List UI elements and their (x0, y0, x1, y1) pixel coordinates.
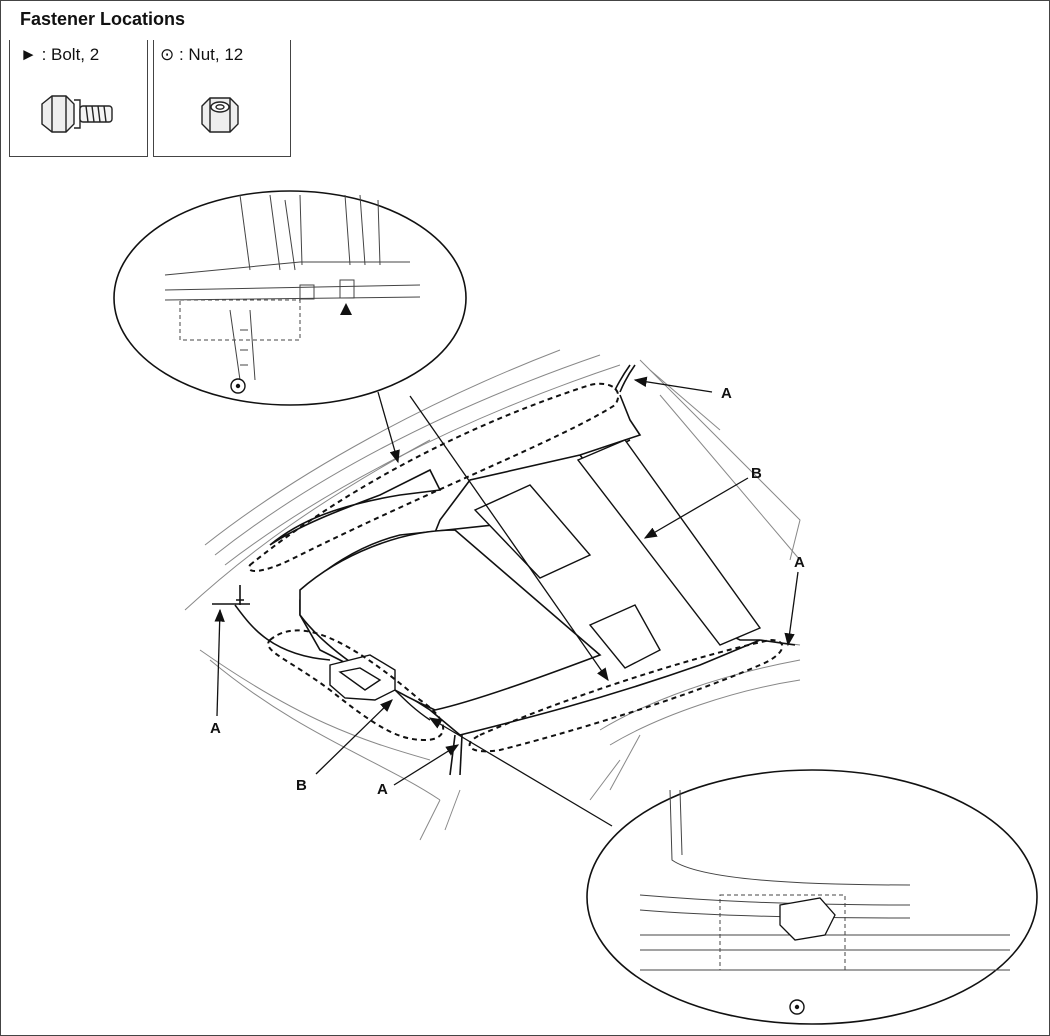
legend-nut: ⊙ : Nut, 12 (153, 40, 291, 157)
bolt-marker-icon: ► (20, 45, 37, 64)
callout-a-bottom: A (377, 781, 388, 798)
callout-leaders (214, 376, 799, 786)
callout-a-left: A (210, 720, 221, 737)
nut-icon (201, 97, 239, 133)
roof-pads (473, 439, 762, 669)
dashed-regions (248, 382, 784, 753)
detail-leaders (377, 391, 613, 827)
nut-location-marker-bottom (789, 999, 805, 1015)
legend-bolt-label: ► : Bolt, 2 (20, 45, 99, 65)
detail-circle-bottom (586, 769, 1038, 1025)
page-title: Fastener Locations (20, 9, 186, 29)
nut-marker-icon: ⊙ (160, 45, 175, 64)
nut-label-text: : Nut, 12 (178, 45, 244, 64)
bolt-icon (41, 95, 113, 133)
legend-bolt: ► : Bolt, 2 (9, 40, 148, 157)
bolt-label-text: : Bolt, 2 (41, 45, 100, 64)
callout-a-right: A (794, 554, 805, 571)
detail-circle-top (113, 190, 467, 406)
drain-hoses (212, 364, 796, 776)
callout-a-top-right: A (721, 385, 732, 402)
callout-b-top: B (751, 465, 762, 482)
callout-b-bottom: B (296, 777, 307, 794)
bolt-location-marker (340, 303, 352, 315)
roof-body-lines (184, 349, 801, 841)
nut-location-marker-top (230, 378, 246, 394)
legend-nut-label: ⊙ : Nut, 12 (160, 45, 243, 65)
